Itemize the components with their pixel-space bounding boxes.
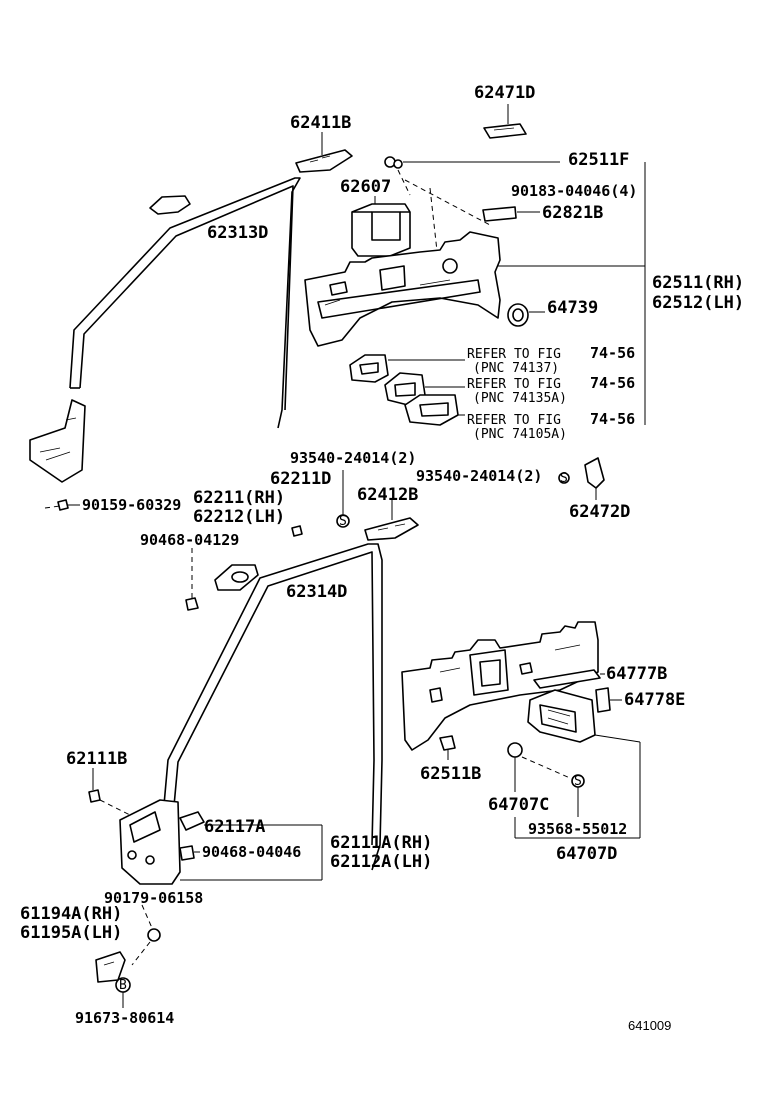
label-refer3: REFER TO FIG [467,413,561,428]
bracket-62412B [364,500,419,541]
mark-s-a: S [339,514,347,529]
label-refer1-fig: 74-56 [590,344,635,362]
label-64707D: 64707D [556,844,617,864]
trim-panel-62511 [304,231,645,347]
label-64739: 64739 [547,298,598,318]
weatherstrip-62313D [69,177,301,429]
mark-b: B [119,978,127,993]
clip-62211 [291,525,303,537]
label-62511F: 62511F [568,150,629,170]
label-62511RH: 62511(RH) [652,273,744,293]
refer-part-3 [404,394,465,426]
label-62112ALH: 62112A(LH) [330,852,432,872]
label-62111B: 62111B [66,749,127,769]
label-refer2-pnc: (PNC 74135A) [473,391,567,406]
refer-part-1 [349,354,465,383]
clip-62211-62212 [214,564,259,591]
knob-64707C [507,742,640,839]
plate-62821B [482,206,540,222]
bracket-62471D [483,104,527,139]
label-91673: 91673-80614 [75,1009,174,1027]
label-62211D: 62211D [270,469,331,489]
label-64778E: 64778E [624,690,685,710]
label-62472D: 62472D [569,502,630,522]
mark-s-b: S [560,471,568,486]
label-refer2: REFER TO FIG [467,377,561,392]
label-90159: 90159-60329 [82,496,181,514]
hinge-61194A [95,904,161,1008]
label-refer2-fig: 74-56 [590,374,635,392]
label-61195A: 61195A(LH) [20,923,122,943]
label-refer1: REFER TO FIG [467,347,561,362]
label-93540-a: 93540-24014(2) [290,449,416,467]
label-90468-04046: 90468-04046 [202,843,301,861]
label-refer3-pnc: (PNC 74105A) [473,427,567,442]
label-62111ARH: 62111A(RH) [330,833,432,853]
label-61194A: 61194A(RH) [20,904,122,924]
label-62511B: 62511B [420,764,481,784]
label-90468-04129: 90468-04129 [140,531,239,549]
mark-s-c: S [574,774,582,789]
bracket-62472D [558,457,605,500]
label-62313D: 62313D [207,223,268,243]
label-62471D: 62471D [474,83,535,103]
label-62821B: 62821B [542,203,603,223]
label-93540-b: 93540-24014(2) [416,467,542,485]
clip-62511F [384,156,560,261]
screw-62111B [88,768,131,816]
trim-panel-lower [401,621,599,751]
label-refer3-fig: 74-56 [590,410,635,428]
label-62412B: 62412B [357,485,418,505]
label-62512LH: 62512(LH) [652,293,744,313]
label-93568: 93568-55012 [528,820,627,838]
clip-upper-left [149,195,191,215]
label-62314D: 62314D [286,582,347,602]
clip-62511B [439,735,456,760]
clip-90468-04129 [185,548,199,611]
label-refer1-pnc: (PNC 74137) [473,361,559,376]
label-90183: 90183-04046(4) [511,182,637,200]
label-62117A: 62117A [204,817,265,837]
bracket-62411B [295,132,353,173]
label-62211RH: 62211(RH) [193,488,285,508]
screw-90159 [44,499,80,511]
handle-62607 [351,196,411,257]
strip-64777B [533,669,605,689]
trim-bracket-left [29,399,86,483]
label-64707C: 64707C [488,795,549,815]
label-90179: 90179-06158 [104,889,203,907]
figure-code: 641009 [628,1018,671,1033]
piece-64778E [595,687,622,713]
bracket-62111A [119,799,323,885]
knob-64739 [507,303,545,327]
label-62212LH: 62212(LH) [193,507,285,527]
label-62607: 62607 [340,177,391,197]
label-64777B: 64777B [606,664,667,684]
box-64707D [527,689,641,838]
screw-93540-a [336,470,350,528]
label-62411B: 62411B [290,113,351,133]
